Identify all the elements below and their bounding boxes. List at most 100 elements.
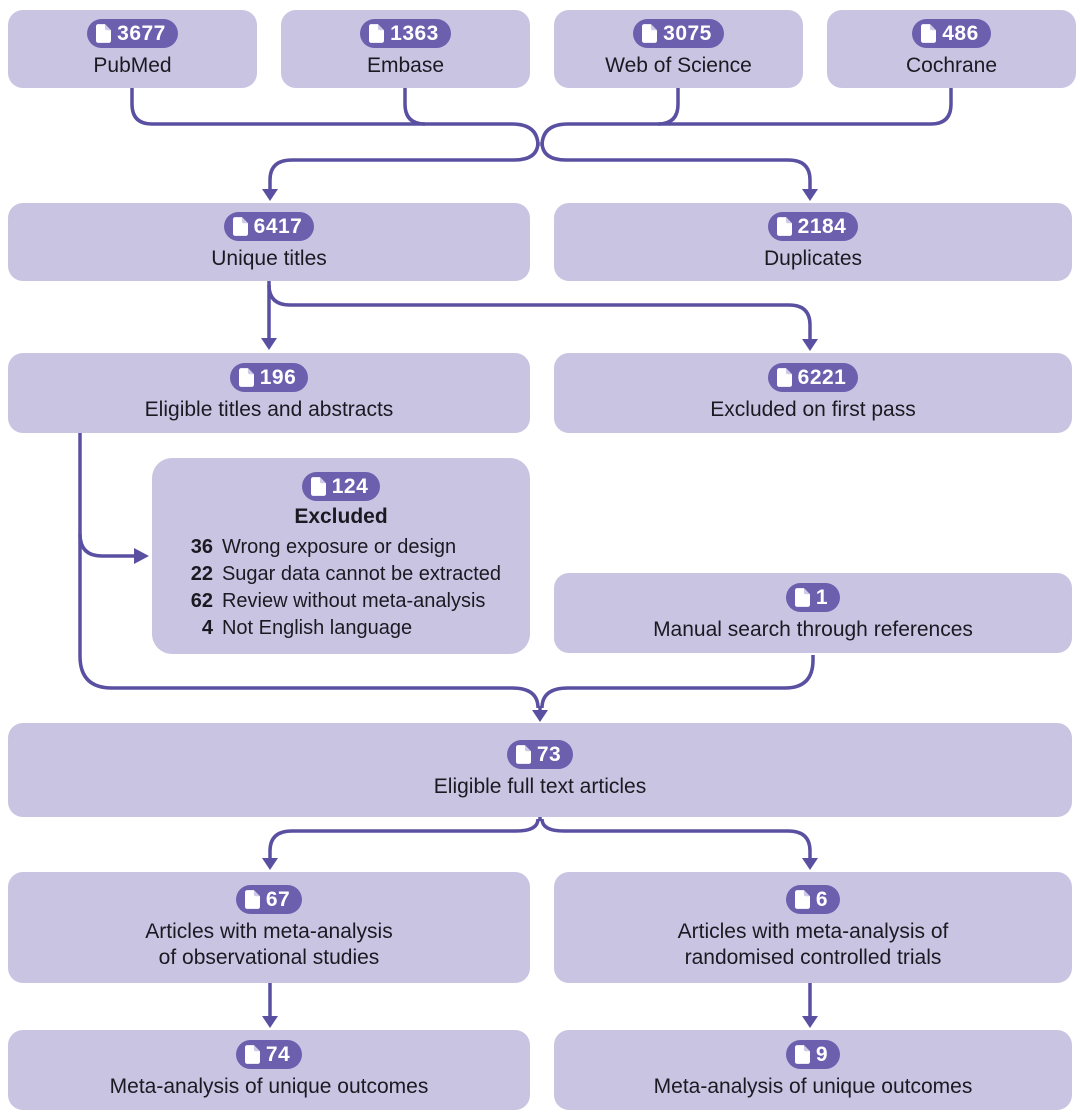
count-value: 3075 [663,22,712,45]
box-pubmed: 3677 PubMed [8,10,257,88]
count-badge: 74 [235,1040,303,1069]
document-icon [794,889,810,909]
box-unique-titles: 6417 Unique titles [8,203,530,281]
document-icon [244,889,260,909]
count-badge: 2184 [767,212,859,241]
box-excluded-reasons: 124 Excluded 36 Wrong exposure or design… [152,458,530,654]
count-badge: 9 [785,1040,841,1069]
reason-text: Not English language [221,616,413,639]
box-web-of-science: 3075 Web of Science [554,10,803,88]
box-cochrane: 486 Cochrane [827,10,1076,88]
arrowhead [532,710,548,722]
document-icon [776,368,792,387]
count-value: 486 [942,22,979,45]
reason-count: 4 [201,616,213,639]
connector-to-duplicates [540,141,812,190]
count-value: 124 [331,474,369,498]
reason-text: Review without meta-analysis [221,589,486,612]
box-embase: 1363 Embase [281,10,530,88]
box-label: Web of Science [605,54,752,77]
count-badge: 124 [301,471,381,501]
reason-count: 22 [190,562,213,585]
box-eligible-full-text: 73 Eligible full text articles [8,723,1072,817]
connector-cochrane [540,88,953,147]
document-icon [794,1045,810,1064]
document-icon [515,745,531,764]
box-label: Meta-analysis of unique outcomes [653,1075,973,1098]
arrowhead [261,338,277,350]
connector-to-rct [540,818,812,859]
document-icon [921,24,937,43]
count-value: 6221 [797,366,847,389]
reason-text: Wrong exposure or design [221,535,457,558]
box-label: PubMed [93,54,172,77]
count-value: 67 [265,887,291,911]
count-badge: 196 [229,363,309,392]
document-icon [642,24,658,43]
count-badge: 6 [785,884,841,914]
box-label: Articles with meta-analysis of randomise… [677,919,949,969]
count-value: 6417 [253,215,303,238]
box-label: Cochrane [905,54,998,77]
box-duplicates: 2184 Duplicates [554,203,1072,281]
box-manual-search: 1 Manual search through references [554,573,1072,653]
document-icon [238,368,254,387]
box-outcomes-rct: 9 Meta-analysis of unique outcomes [554,1030,1072,1110]
document-icon [232,217,248,236]
count-badge: 3075 [633,19,724,48]
count-value: 6 [815,887,829,911]
arrowhead [802,858,818,870]
connector-eligible-rail [78,433,540,709]
arrowhead [262,189,278,201]
count-value: 196 [259,366,297,389]
arrowhead [802,1016,818,1028]
arrowhead [134,548,149,564]
count-value: 1363 [390,22,439,45]
connector-to-excluded-first-pass [267,284,812,340]
document-icon [369,24,385,43]
box-label: Eligible titles and abstracts [144,398,394,421]
document-icon [310,476,326,496]
box-label: Excluded on first pass [710,398,916,421]
count-value: 73 [536,743,562,766]
box-meta-rct: 6 Articles with meta-analysis of randomi… [554,872,1072,983]
count-badge: 6221 [767,363,859,392]
count-badge: 1363 [360,19,451,48]
reason-count: 62 [190,589,213,612]
connector-to-observational [268,818,540,859]
excluded-reasons-list: 36 Wrong exposure or design 22 Sugar dat… [181,534,501,641]
box-label: Duplicates [763,247,863,270]
box-label: Meta-analysis of unique outcomes [109,1075,429,1098]
box-label: Eligible full text articles [433,775,647,798]
connector-to-unique-titles [268,141,540,190]
box-meta-observational: 67 Articles with meta-analysis of observ… [8,872,530,983]
count-badge: 3677 [87,19,178,48]
count-badge: 486 [912,19,991,48]
box-outcomes-observational: 74 Meta-analysis of unique outcomes [8,1030,530,1110]
arrowhead [262,1016,278,1028]
box-label: Manual search through references [653,618,973,641]
box-label: Unique titles [211,247,327,270]
document-icon [244,1045,260,1064]
box-label: Articles with meta-analysis of observati… [145,919,393,969]
connector-pubmed [130,88,540,147]
box-eligible-titles: 196 Eligible titles and abstracts [8,353,530,433]
count-badge: 1 [785,583,841,612]
count-value: 74 [265,1043,291,1066]
count-badge: 6417 [223,212,315,241]
connector-web-of-science [657,88,680,126]
arrowhead [262,858,278,870]
count-value: 1 [815,586,829,609]
count-badge: 73 [506,740,574,769]
count-value: 3677 [117,22,166,45]
box-excluded-first-pass: 6221 Excluded on first pass [554,353,1072,433]
connector-to-excluded [78,533,134,558]
document-icon [776,217,792,236]
count-badge: 67 [235,884,303,914]
count-value: 2184 [797,215,847,238]
document-icon [794,588,810,607]
connector-manual-search [540,655,815,709]
arrowhead [802,339,818,351]
